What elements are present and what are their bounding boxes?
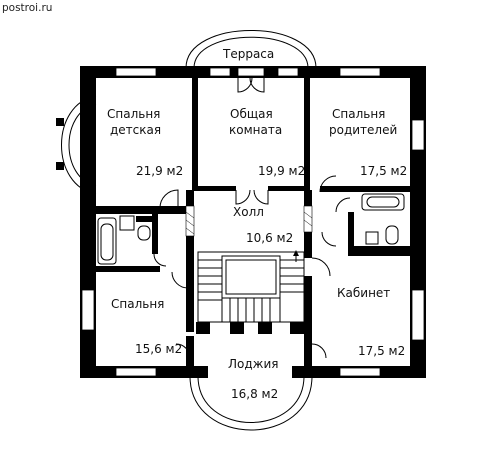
bedroom-label: Спальня xyxy=(111,297,164,311)
hall-label: Холл xyxy=(233,205,264,219)
loggia-label: Лоджия xyxy=(228,357,279,371)
interior-walls xyxy=(80,66,426,378)
watermark: postroi.ru xyxy=(2,2,52,14)
glass-partitions xyxy=(185,205,313,237)
kids-bedroom-label-line2: детская xyxy=(110,123,161,137)
cabinet-area: 17,5 м2 xyxy=(358,344,405,358)
common-room-area: 19,9 м2 xyxy=(258,164,305,178)
terrace-label: Терраса xyxy=(222,47,274,61)
kids-bedroom-area: 21,9 м2 xyxy=(136,164,183,178)
cabinet-label: Кабинет xyxy=(337,286,390,300)
common-room-label-line1: Общая xyxy=(230,107,273,121)
kids-bedroom-label-line1: Спальня xyxy=(107,107,160,121)
parents-bedroom-label-line1: Спальня xyxy=(332,107,385,121)
top-windows xyxy=(115,67,381,77)
loggia-outline xyxy=(189,375,313,431)
loggia-area: 16,8 м2 xyxy=(231,387,278,401)
bedroom-area: 15,6 м2 xyxy=(135,342,182,356)
right-bathroom-fixtures xyxy=(361,193,405,245)
bottom-windows xyxy=(115,367,381,377)
terrace-outline xyxy=(185,30,317,69)
staircase xyxy=(197,250,305,323)
common-room-label-line2: комната xyxy=(229,123,282,137)
parents-bedroom-label-line2: родителей xyxy=(329,123,397,137)
hall-area: 10,6 м2 xyxy=(246,231,293,245)
side-windows xyxy=(81,119,425,341)
doors xyxy=(153,77,351,359)
parents-bedroom-area: 17,5 м2 xyxy=(360,164,407,178)
left-bathroom-fixtures xyxy=(97,215,152,265)
